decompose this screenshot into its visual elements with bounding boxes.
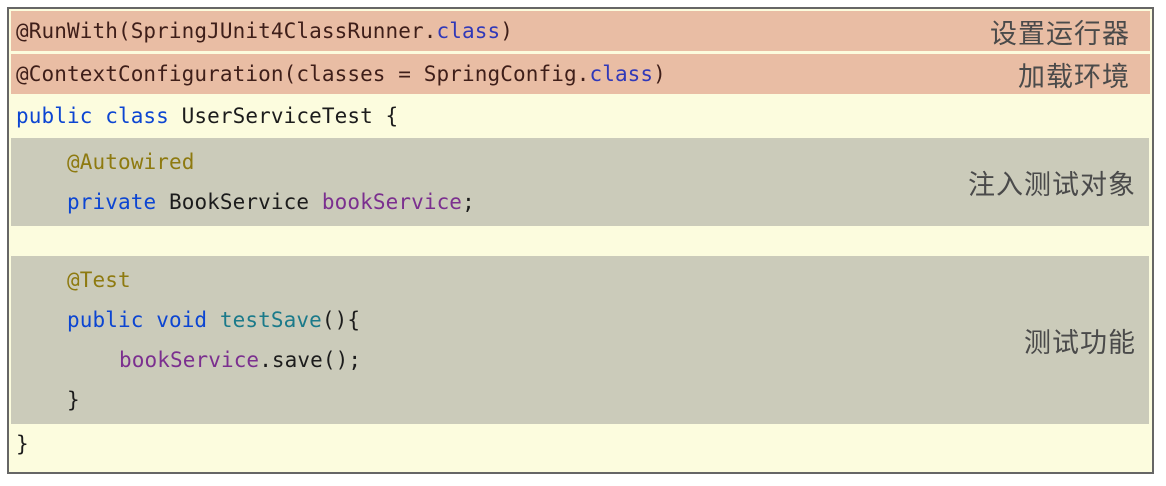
code-text: @Autowired <box>11 142 968 182</box>
annotation-label: 注入测试对象 <box>968 169 1136 200</box>
code-line: @RunWith(SpringJUnit4ClassRunner.class)设… <box>11 11 1150 51</box>
code-line: public class UserServiceTest { <box>11 94 1150 138</box>
code-text: } <box>11 380 1024 420</box>
code-token: public void <box>67 308 220 332</box>
code-token: private <box>67 190 169 214</box>
code-token: @Test <box>67 268 131 292</box>
code-line: } <box>11 424 1150 464</box>
code-text: @Test <box>11 260 1024 300</box>
code-token: .save(); <box>259 348 362 372</box>
code-snippet-frame: @RunWith(SpringJUnit4ClassRunner.class)设… <box>7 7 1154 474</box>
code-token: UserServiceTest { <box>181 104 399 128</box>
code-token: public class <box>16 104 182 128</box>
code-text: public class UserServiceTest { <box>11 96 1150 136</box>
highlighted-code-block: @Autowired private BookService bookServic… <box>11 138 1149 226</box>
code-line: @Test <box>11 260 1024 300</box>
code-token: class <box>436 19 501 43</box>
code-line: bookService.save(); <box>11 340 1024 380</box>
code-text: } <box>11 424 1150 464</box>
code-text: @RunWith(SpringJUnit4ClassRunner.class) <box>11 11 990 51</box>
code-token: (){ <box>321 308 361 332</box>
code-line: public void testSave(){ <box>11 300 1024 340</box>
code-line: @ContextConfiguration(classes = SpringCo… <box>11 54 1150 94</box>
code-token: @Autowired <box>67 150 195 174</box>
code-token: BookService <box>168 190 322 214</box>
code-text: private BookService bookService; <box>11 182 968 222</box>
code-token: ) <box>653 62 666 86</box>
code-token: bookService <box>321 190 463 214</box>
code-line: } <box>11 380 1024 420</box>
code-text: public void testSave(){ <box>11 300 1024 340</box>
code-text: bookService.save(); <box>11 340 1024 380</box>
annotation-label: 设置运行器 <box>990 18 1130 49</box>
code-token: ) <box>500 19 513 43</box>
code-token: ; <box>462 190 475 214</box>
code-token: } <box>67 388 80 412</box>
code-token: } <box>16 432 29 456</box>
spacer <box>11 226 1150 256</box>
code-token: @RunWith(SpringJUnit4ClassRunner. <box>16 19 437 43</box>
code-token: @ContextConfiguration(classes = SpringCo… <box>16 62 590 86</box>
code-line: @Autowired <box>11 142 968 182</box>
annotation-label: 加载环境 <box>1018 61 1130 92</box>
code-lines: @Autowired private BookService bookServic… <box>11 142 968 222</box>
code-token: testSave <box>219 308 322 332</box>
code-token: class <box>589 62 654 86</box>
annotation-label: 测试功能 <box>1024 327 1136 358</box>
code-text: @ContextConfiguration(classes = SpringCo… <box>11 54 1018 94</box>
code-token: bookService <box>119 348 260 372</box>
code-line: private BookService bookService; <box>11 182 968 222</box>
